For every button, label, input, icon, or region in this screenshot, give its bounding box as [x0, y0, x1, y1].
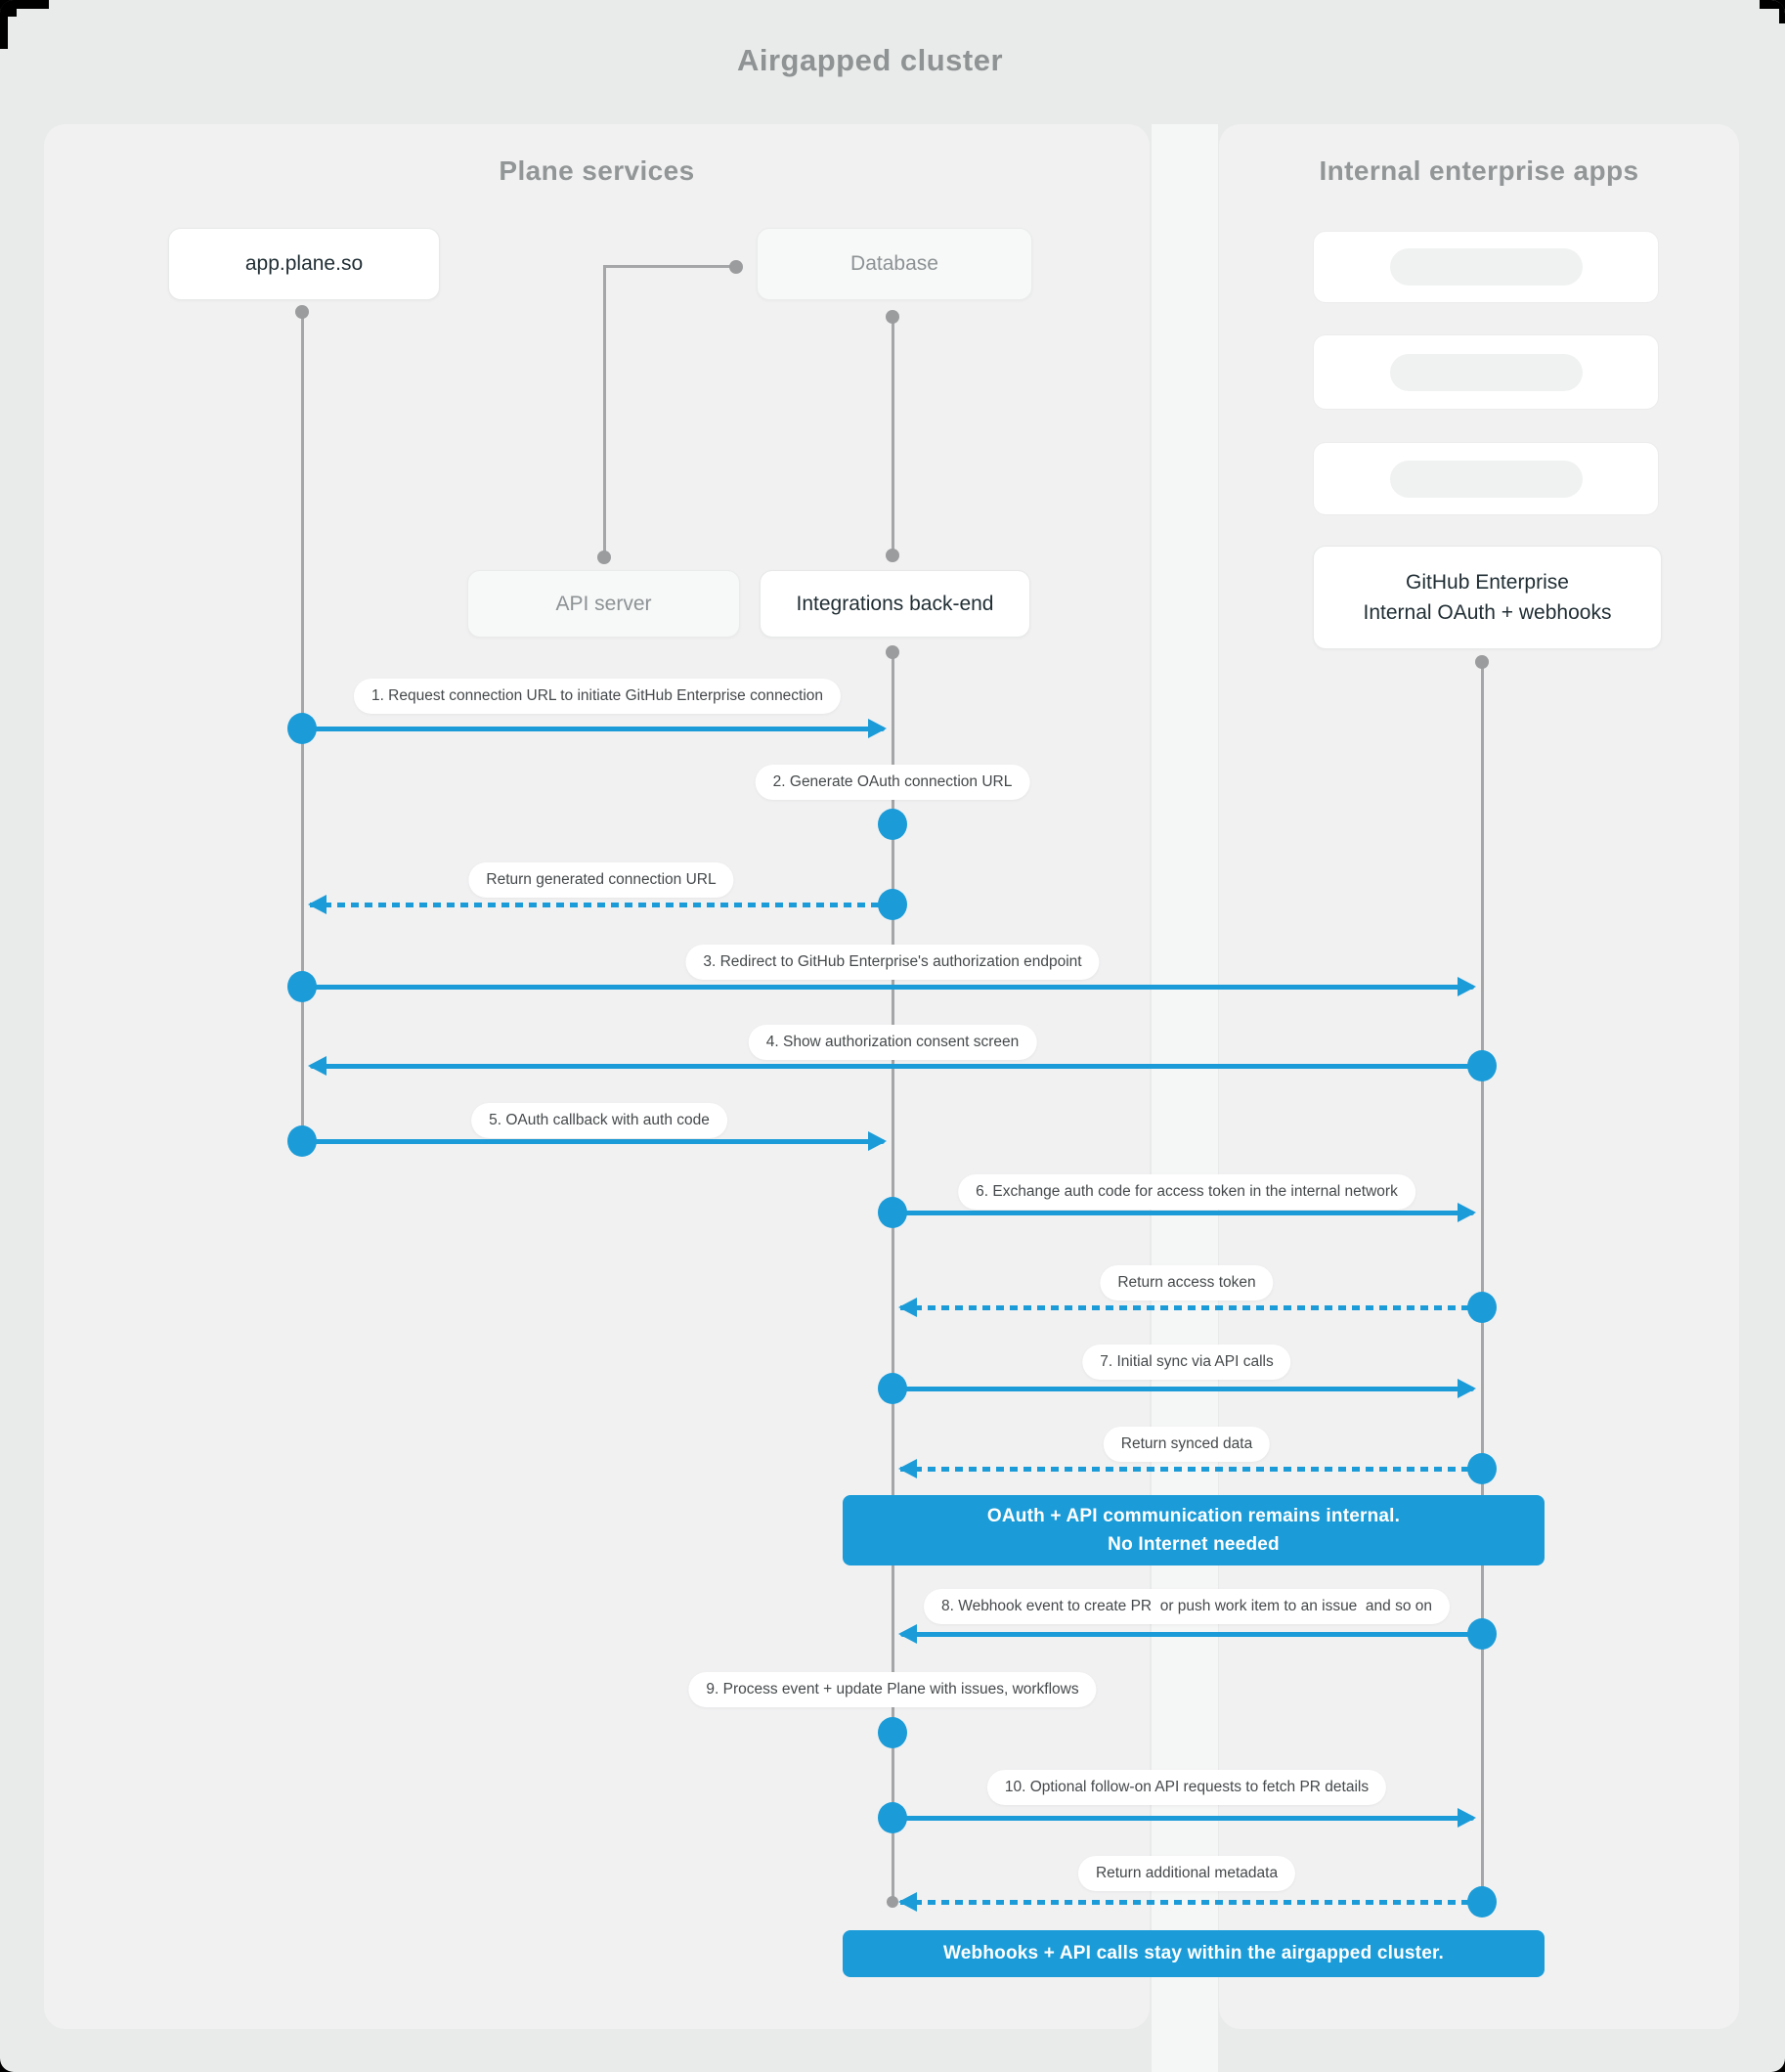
- message-label: 9. Process event + update Plane with iss…: [688, 1672, 1097, 1707]
- message-origin-dot: [878, 1373, 907, 1404]
- node-label: Database: [850, 252, 938, 276]
- placeholder-app-box: [1313, 334, 1659, 410]
- integrations-lifeline-dot-top: [886, 645, 899, 659]
- github-lifeline-dot-top: [1475, 655, 1489, 669]
- panel-gap: [1152, 124, 1218, 2072]
- arrowhead-left-icon: [308, 1056, 327, 1076]
- message-origin-dot: [287, 971, 317, 1002]
- arrowhead-left-icon: [898, 1892, 917, 1912]
- arrowhead-right-icon: [1458, 1379, 1476, 1398]
- node-integrations-backend: Integrations back-end: [760, 570, 1030, 638]
- app-lifeline-dot: [295, 305, 309, 319]
- self-action-generate-oauth-url-dot: [878, 809, 907, 840]
- placeholder-pill: [1389, 353, 1583, 391]
- arrowhead-left-icon: [898, 1459, 917, 1478]
- message-label: 10. Optional follow-on API requests to f…: [986, 1770, 1387, 1805]
- message-origin-dot: [1467, 1618, 1497, 1650]
- node-api-server: API server: [467, 570, 740, 638]
- api-server-connector-horizontal: [603, 265, 736, 268]
- arrowhead-right-icon: [1458, 977, 1476, 996]
- database-lifeline-dot-top: [886, 310, 899, 324]
- node-label: app.plane.so: [244, 252, 364, 276]
- message-origin-dot: [878, 1802, 907, 1833]
- node-label: API server: [555, 592, 652, 615]
- message-origin-dot: [1467, 1453, 1497, 1484]
- message-origin-dot: [1467, 1050, 1497, 1081]
- arrowhead-left-icon: [308, 895, 327, 914]
- message-label: Return synced data: [1103, 1427, 1271, 1462]
- node-label: Integrations back-end: [796, 592, 994, 615]
- arrowhead-left-icon: [898, 1298, 917, 1317]
- message-origin-dot: [287, 713, 317, 744]
- message-label: 7. Initial sync via API calls: [1082, 1345, 1291, 1380]
- arrowhead-right-icon: [868, 719, 887, 738]
- plane-services-title: Plane services: [499, 155, 695, 186]
- self-action-process-event-dot: [878, 1717, 907, 1748]
- integrations-lifeline-dot-bottom: [887, 1896, 898, 1908]
- node-label-line1: GitHub Enterprise: [1406, 570, 1569, 594]
- internal-note-banner: OAuth + API communication remains intern…: [843, 1495, 1545, 1565]
- message-label: 2. Generate OAuth connection URL: [755, 765, 1030, 800]
- message-label: 6. Exchange auth code for access token i…: [958, 1174, 1415, 1210]
- message-label: 5. OAuth callback with auth code: [471, 1103, 727, 1138]
- node-label-line2: Internal OAuth + webhooks: [1363, 601, 1612, 624]
- message-label: Return access token: [1100, 1265, 1274, 1301]
- placeholder-pill: [1389, 460, 1583, 498]
- airgap-note-text: Webhooks + API calls stay within the air…: [942, 1943, 1444, 1964]
- integrations-lifeline: [892, 651, 894, 1902]
- api-server-connector-dot-bottom: [597, 551, 611, 564]
- api-server-connector-dot-right: [729, 260, 743, 274]
- plane-services-panel: Plane services: [44, 124, 1150, 2029]
- node-github-enterprise: GitHub Enterprise Internal OAuth + webho…: [1313, 546, 1662, 649]
- arrowhead-right-icon: [868, 1131, 887, 1151]
- message-origin-dot: [1467, 1886, 1497, 1918]
- github-lifeline: [1481, 661, 1484, 1902]
- message-origin-dot: [878, 889, 907, 920]
- arrowhead-right-icon: [1458, 1808, 1476, 1828]
- node-database: Database: [757, 228, 1032, 300]
- message-label: Return generated connection URL: [468, 862, 734, 898]
- placeholder-pill: [1389, 248, 1583, 286]
- message-label: 8. Webhook event to create PR or push wo…: [923, 1589, 1451, 1624]
- message-label: 3. Redirect to GitHub Enterprise's autho…: [685, 945, 1100, 980]
- arrowhead-left-icon: [898, 1624, 917, 1644]
- internal-apps-title: Internal enterprise apps: [1319, 155, 1639, 186]
- database-lifeline-dot-bottom: [886, 549, 899, 562]
- arrowhead-right-icon: [1458, 1203, 1476, 1222]
- database-lifeline: [892, 317, 894, 557]
- internal-note-line2: No Internet needed: [1108, 1534, 1280, 1555]
- page-title: Airgapped cluster: [736, 43, 1004, 77]
- node-app-plane-so: app.plane.so: [168, 228, 440, 300]
- internal-note-line1: OAuth + API communication remains intern…: [986, 1505, 1401, 1526]
- message-label: 4. Show authorization consent screen: [748, 1025, 1037, 1060]
- api-server-connector-vertical: [603, 265, 606, 558]
- message-origin-dot: [287, 1125, 317, 1157]
- message-label: Return additional metadata: [1077, 1856, 1296, 1891]
- placeholder-app-box: [1313, 231, 1659, 303]
- airgap-note-banner: Webhooks + API calls stay within the air…: [843, 1930, 1545, 1977]
- message-origin-dot: [1467, 1292, 1497, 1323]
- message-origin-dot: [878, 1197, 907, 1228]
- message-label: 1. Request connection URL to initiate Gi…: [353, 679, 842, 714]
- placeholder-app-box: [1313, 442, 1659, 515]
